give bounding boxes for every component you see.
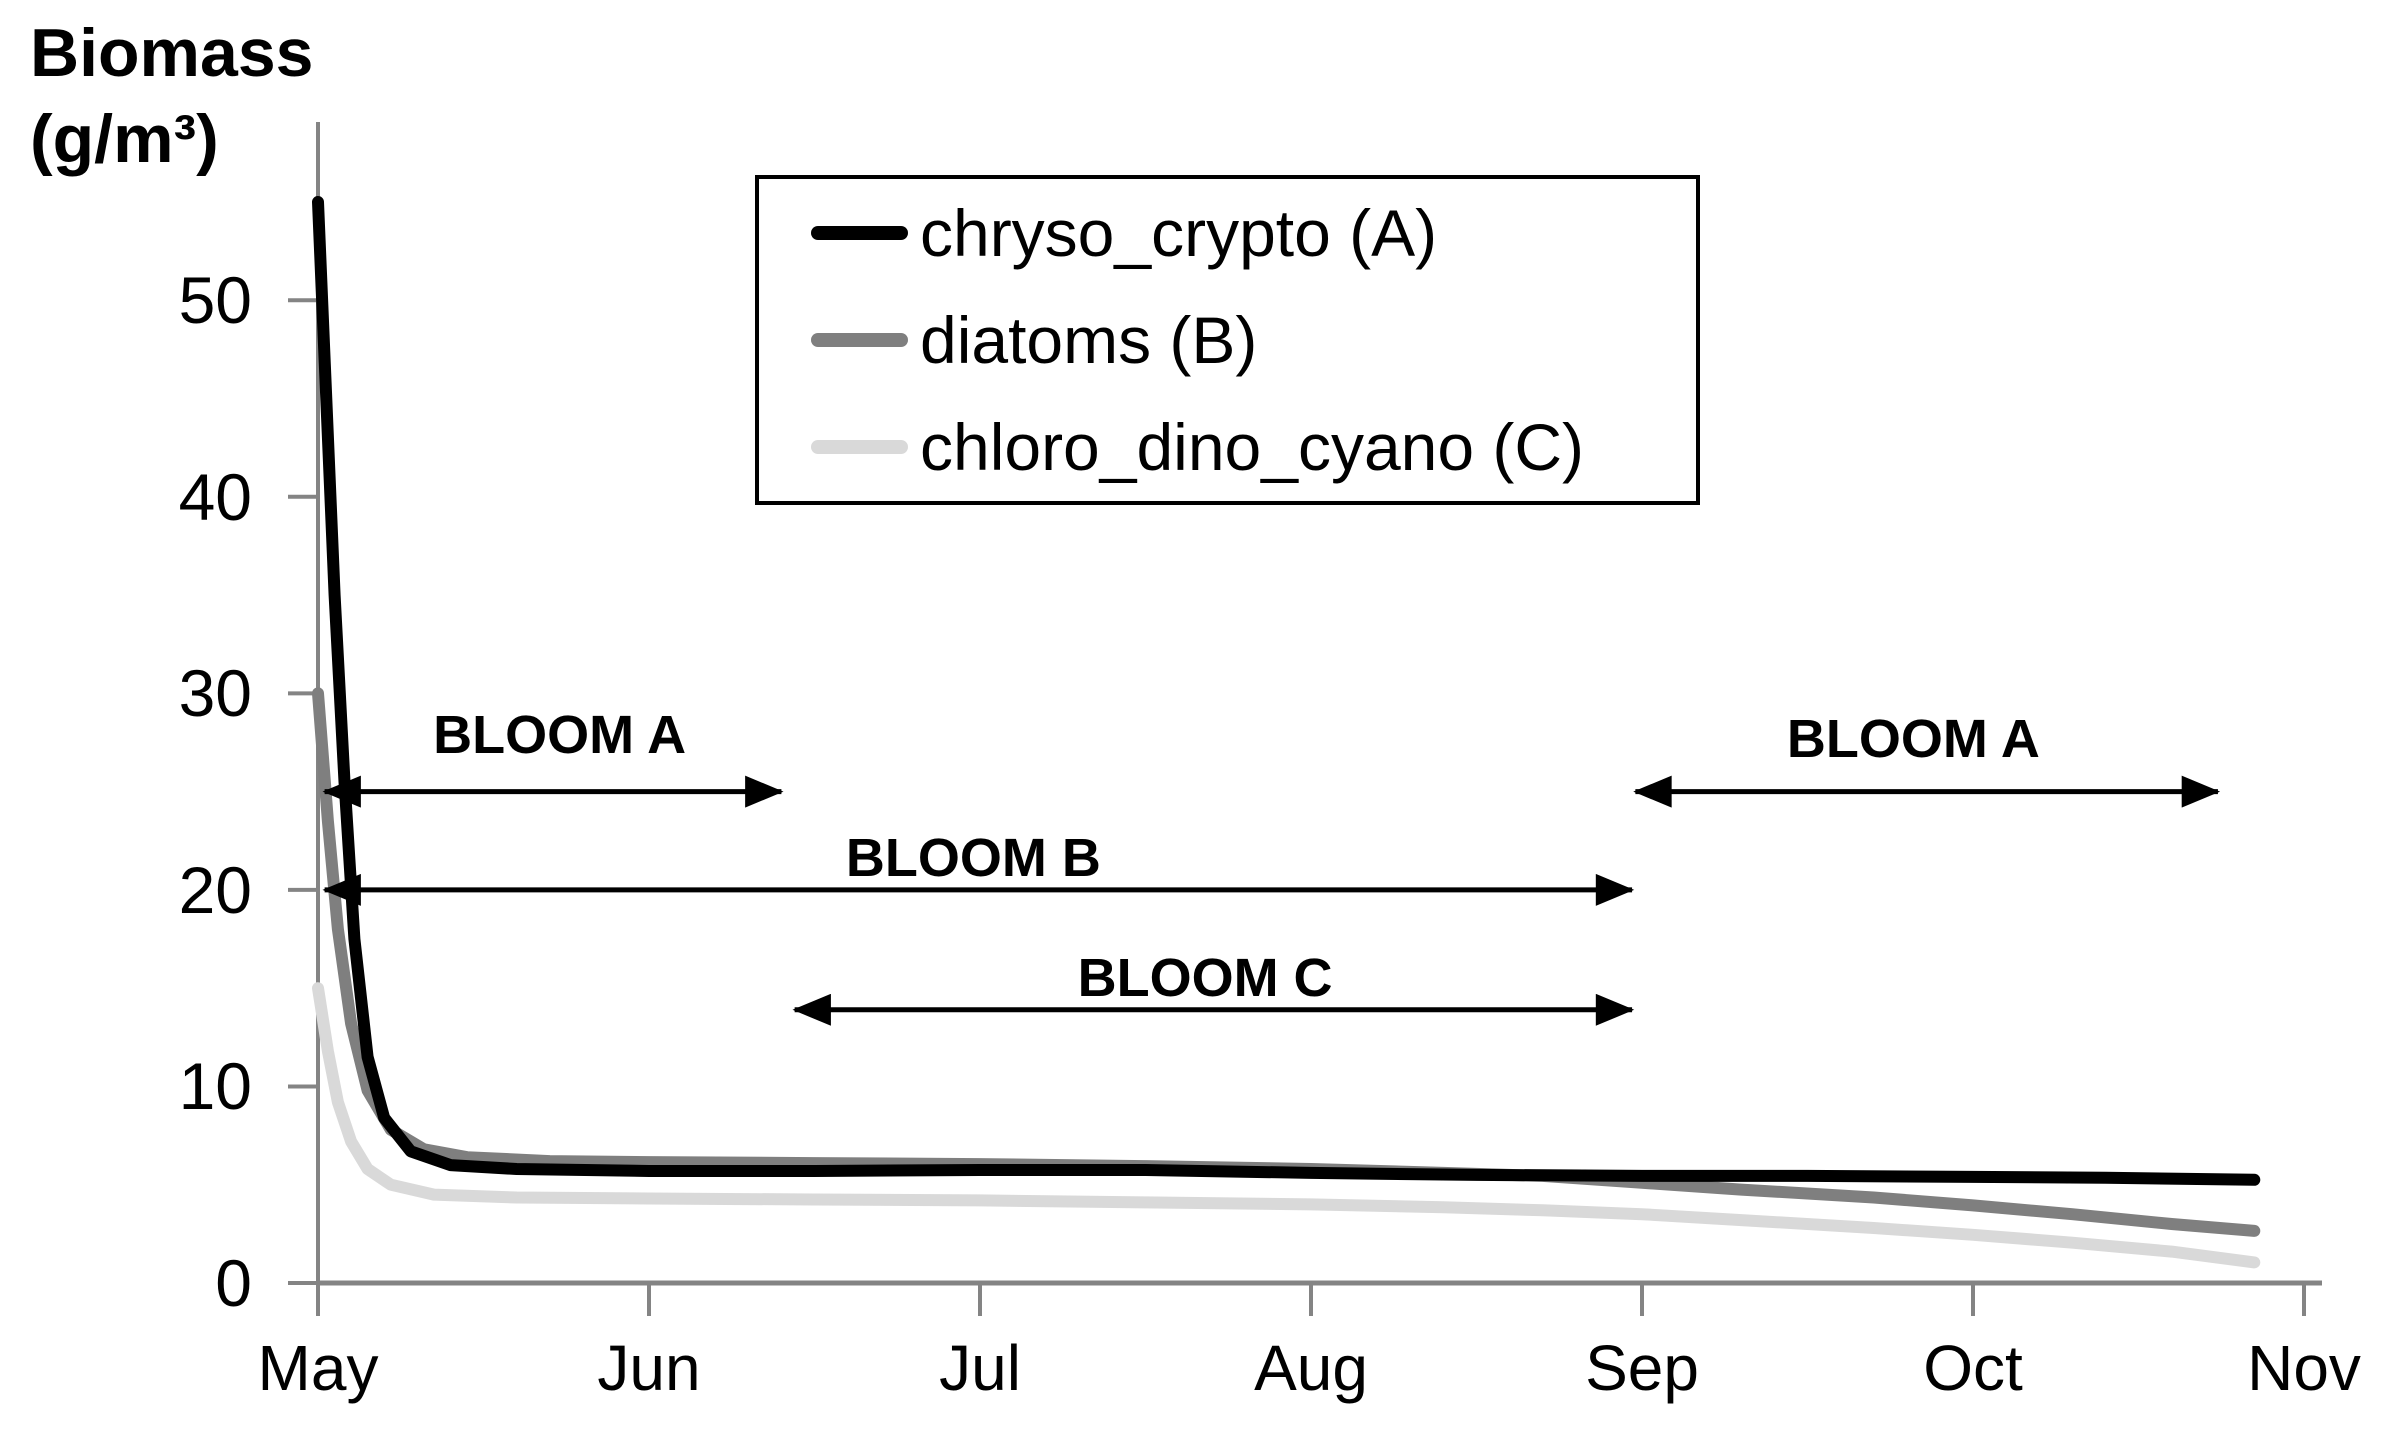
y-tick-label: 10 (178, 1049, 252, 1124)
legend-label: chryso_crypto (A) (920, 195, 1438, 270)
legend-label: chloro_dino_cyano (C) (920, 410, 1585, 485)
y-axis-title-line2: (g/m³) (30, 101, 219, 177)
y-tick-label: 30 (178, 656, 252, 731)
y-axis-title-line1: Biomass (30, 15, 314, 91)
legend-row: chryso_crypto (A) (759, 179, 1696, 286)
y-tick-label: 20 (178, 852, 252, 927)
x-tick-label: Jun (597, 1332, 701, 1404)
legend-swatch (811, 332, 908, 347)
y-axis-title: Biomass (g/m³) (30, 10, 313, 182)
bloom-label: BLOOM A (433, 704, 687, 765)
bloom-label: BLOOM B (845, 828, 1101, 889)
x-tick-label: Jul (939, 1332, 1021, 1404)
legend-row: diatoms (B) (759, 286, 1696, 393)
x-tick-label: Sep (1585, 1332, 1699, 1404)
x-tick-label: Aug (1254, 1332, 1368, 1404)
series-line-chryso-crypto-a- (312, 196, 2261, 1186)
series-line-chloro-dino-cyano-c- (312, 982, 2261, 1269)
legend-label: diatoms (B) (920, 302, 1258, 377)
y-tick-label: 0 (215, 1246, 252, 1320)
legend-swatch (811, 440, 908, 455)
x-tick-label: Oct (1923, 1332, 2023, 1404)
y-tick-label: 50 (178, 263, 252, 338)
bloom-label: BLOOM A (1786, 708, 2040, 769)
legend: chryso_crypto (A) diatoms (B) chloro_dino_… (755, 175, 1700, 505)
bloom-label: BLOOM C (1077, 948, 1333, 1009)
x-tick-label: Nov (2247, 1332, 2361, 1404)
legend-swatch (811, 225, 908, 240)
legend-row: chloro_dino_cyano (C) (759, 394, 1696, 501)
y-tick-label: 40 (178, 459, 252, 534)
x-tick-label: May (257, 1332, 379, 1404)
